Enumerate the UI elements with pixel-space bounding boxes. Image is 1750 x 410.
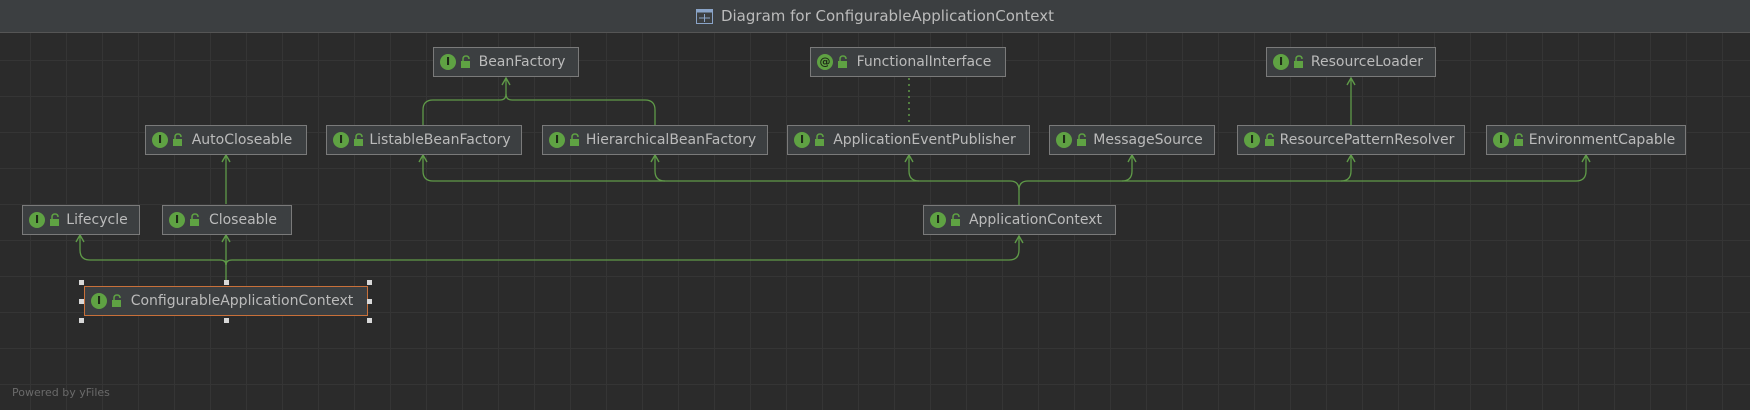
node-lifecycle[interactable]: I Lifecycle bbox=[22, 205, 140, 235]
interface-icon: I bbox=[29, 212, 45, 228]
edge-appcontext-hierarchical bbox=[655, 155, 666, 182]
diagram-title-bar: Diagram for ConfigurableApplicationConte… bbox=[0, 0, 1750, 33]
annotation-icon: @ bbox=[817, 54, 833, 70]
diagram-canvas[interactable] bbox=[0, 33, 1750, 410]
node-label: MessageSource bbox=[1093, 132, 1203, 148]
edge-cac-to-lifecycle bbox=[80, 235, 227, 266]
node-hierarchical-bean-factory[interactable]: I HierarchicalBeanFactory bbox=[542, 125, 768, 155]
node-label: ResourcePatternResolver bbox=[1279, 132, 1455, 148]
selection-handle-bottom-right[interactable] bbox=[367, 318, 372, 323]
node-listable-bean-factory[interactable]: I ListableBeanFactory bbox=[326, 125, 522, 155]
node-label: BeanFactory bbox=[478, 54, 566, 70]
window-title: Diagram for ConfigurableApplicationConte… bbox=[720, 7, 1055, 25]
node-closeable[interactable]: I Closeable bbox=[162, 205, 292, 235]
node-label: ConfigurableApplicationContext bbox=[130, 293, 354, 309]
edge-listable-to-beanfactory bbox=[422, 78, 506, 125]
node-label: ResourceLoader bbox=[1310, 54, 1424, 70]
selection-handle-top-right[interactable] bbox=[367, 280, 372, 285]
node-configurable-application-context[interactable]: I ConfigurableApplicationContext bbox=[84, 286, 368, 316]
selection-handle-middle-left[interactable] bbox=[79, 299, 84, 304]
interface-icon: I bbox=[1056, 132, 1072, 148]
interface-icon: I bbox=[152, 132, 168, 148]
lock-icon bbox=[50, 213, 59, 226]
lock-icon bbox=[190, 213, 199, 226]
interface-icon: I bbox=[333, 132, 349, 148]
lock-icon bbox=[815, 133, 824, 146]
node-label: ListableBeanFactory bbox=[369, 132, 511, 148]
interface-icon: I bbox=[1273, 54, 1289, 70]
node-resource-loader[interactable]: I ResourceLoader bbox=[1266, 47, 1436, 77]
interface-icon: I bbox=[440, 54, 456, 70]
interface-icon: I bbox=[549, 132, 565, 148]
node-label: ApplicationContext bbox=[968, 212, 1103, 228]
node-application-event-publisher[interactable]: I ApplicationEventPublisher bbox=[787, 125, 1030, 155]
node-label: ApplicationEventPublisher bbox=[833, 132, 1016, 148]
selection-handle-top-center[interactable] bbox=[224, 280, 229, 285]
lock-icon bbox=[1265, 133, 1274, 146]
edge-cac-to-appcontext bbox=[225, 236, 1019, 266]
node-label: Lifecycle bbox=[66, 212, 128, 228]
node-environment-capable[interactable]: I EnvironmentCapable bbox=[1486, 125, 1686, 155]
selection-handle-bottom-center[interactable] bbox=[224, 318, 229, 323]
interface-icon: I bbox=[169, 212, 185, 228]
interface-icon: I bbox=[91, 293, 107, 309]
edge-hierarchical-to-beanfactory bbox=[505, 93, 656, 125]
node-resource-pattern-resolver[interactable]: I ResourcePatternResolver bbox=[1237, 125, 1465, 155]
edge-appcontext-messagesource bbox=[1121, 155, 1132, 182]
node-label: FunctionalInterface bbox=[856, 54, 992, 70]
interface-icon: I bbox=[794, 132, 810, 148]
node-application-context[interactable]: I ApplicationContext bbox=[923, 205, 1116, 235]
node-bean-factory[interactable]: I BeanFactory bbox=[433, 47, 579, 77]
lock-icon bbox=[951, 213, 960, 226]
lock-icon bbox=[173, 133, 182, 146]
edge-appcontext-bus-right bbox=[1018, 155, 1586, 191]
edge-appcontext-bus bbox=[423, 155, 1020, 205]
node-functional-interface[interactable]: @ FunctionalInterface bbox=[810, 47, 1006, 77]
interface-icon: I bbox=[930, 212, 946, 228]
lock-icon bbox=[461, 55, 470, 68]
node-label: AutoCloseable bbox=[191, 132, 293, 148]
lock-icon bbox=[1294, 55, 1303, 68]
selection-handle-middle-right[interactable] bbox=[367, 299, 372, 304]
diagram-icon bbox=[695, 8, 713, 24]
edge-appcontext-resolver bbox=[1340, 155, 1351, 182]
lock-icon bbox=[112, 294, 121, 307]
interface-icon: I bbox=[1493, 132, 1509, 148]
node-message-source[interactable]: I MessageSource bbox=[1049, 125, 1215, 155]
lock-icon bbox=[354, 133, 363, 146]
node-label: HierarchicalBeanFactory bbox=[585, 132, 757, 148]
interface-icon: I bbox=[1244, 132, 1260, 148]
edge-appcontext-publisher bbox=[909, 155, 920, 182]
lock-icon bbox=[1077, 133, 1086, 146]
lock-icon bbox=[1514, 133, 1523, 146]
selection-handle-top-left[interactable] bbox=[79, 280, 84, 285]
node-label: EnvironmentCapable bbox=[1528, 132, 1676, 148]
node-label: Closeable bbox=[208, 212, 278, 228]
lock-icon bbox=[570, 133, 579, 146]
node-auto-closeable[interactable]: I AutoCloseable bbox=[145, 125, 307, 155]
selection-handle-bottom-left[interactable] bbox=[79, 318, 84, 323]
powered-by-label: Powered by yFiles bbox=[12, 386, 110, 399]
lock-icon bbox=[838, 55, 847, 68]
